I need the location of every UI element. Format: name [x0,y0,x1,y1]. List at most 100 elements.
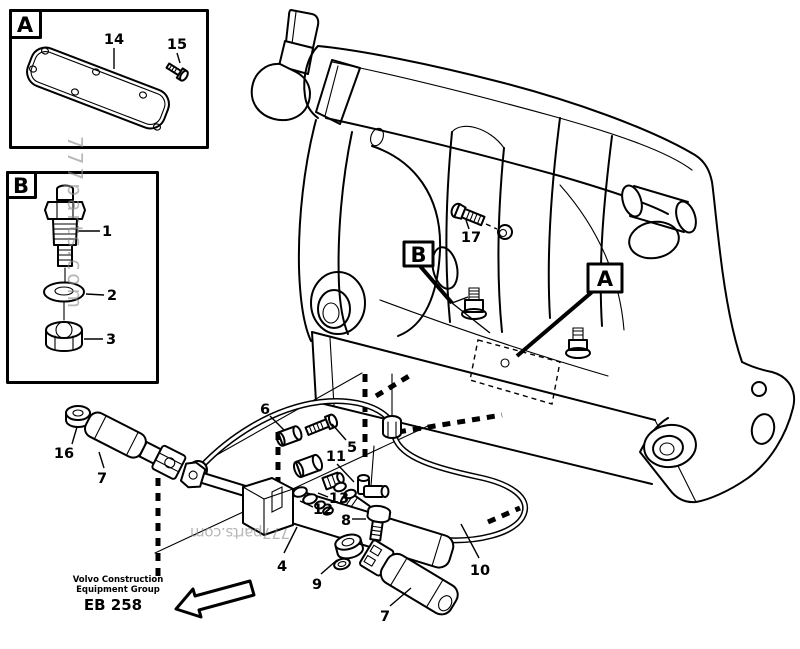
nut-side [45,329,83,352]
stud-washer [461,308,487,320]
nut-hole [55,321,73,339]
leader-11 [336,463,355,483]
part-7-upper-cylinder [83,411,187,480]
plug-threads [370,525,383,537]
window-arch [371,145,442,337]
nut9-hole [341,537,355,547]
frame-stud-left [461,287,487,320]
frame-callouts: B A 17 [402,219,624,358]
plate-holes [29,47,161,131]
clevis-slot [154,452,183,473]
washer-13a [333,481,347,493]
footer-block: Volvo Construction Equipment Group EB 25… [73,575,164,614]
bolt-17-dash [485,223,498,230]
washer-13b [343,488,357,500]
bracket-hole-small [751,381,767,397]
box-a-border [9,9,209,149]
small-hole [370,127,384,147]
block-outline [242,477,294,536]
left-boss-outer [310,271,366,335]
cylinder-barrel [83,411,147,459]
leader-13 [317,492,329,498]
left-leg-outer [297,119,317,342]
thread-lines-upper [53,223,77,240]
dashed-diagonal-rail-left [374,370,416,399]
callout-14: 14 [104,32,124,48]
nipple-hex-facets [56,201,74,220]
hook-fin-line [324,65,339,117]
marker-b-leader [418,264,454,305]
leader-9 [320,559,338,575]
align-line [205,372,363,462]
callout-17: 17 [461,230,481,246]
plate-hole [153,123,161,131]
watermark-inverted: 777parts.com [190,524,290,542]
box-b-label-frame [6,171,37,199]
pillar-right-edge [497,147,505,333]
marker-b-forks [451,296,491,334]
callout-7-lower: 7 [380,609,390,625]
leader-5 [331,423,347,441]
nipple-tip [56,188,74,201]
callout-6: 6 [260,402,270,418]
rod-end-hex [179,461,207,489]
barrel-seams [93,415,139,456]
plate-inner-line [30,50,166,126]
nut-facets [54,335,74,351]
washer-9-hole [337,560,347,568]
nipple-hex [44,201,86,220]
bracket-hole-large [750,413,776,445]
leader-7-lower [389,587,412,607]
rail-top-edge [311,331,656,421]
clamp-block [242,477,294,536]
callout-12: 12 [313,502,333,518]
leader-17 [465,219,470,230]
hose-upper-core [198,399,392,470]
beam-inner-line [331,61,693,171]
hose-nut-fitting [382,415,402,439]
fittings-cluster [292,453,390,516]
elbow-top [357,474,370,482]
marker-a-frame [586,262,624,294]
left-leg-inner [337,131,353,335]
bolt-head [327,413,339,428]
sleeve-end2 [292,460,305,479]
plate-outline [26,46,170,130]
callout-10: 10 [470,563,490,579]
marker-a-leader [515,290,594,358]
callout-13: 13 [329,491,349,507]
marker-b-letter: B [410,243,426,267]
right-pillar-left [547,117,561,319]
callout-15: 15 [167,37,187,53]
sleeve-fitting [292,453,324,479]
hose-nut-body [382,420,402,439]
hook-neck [278,40,314,75]
part-3-nut [45,321,83,352]
washer-hole [54,286,74,296]
dashed-diagonal-rail-right [397,412,503,435]
washer-9 [333,557,351,571]
clevis-hole [164,457,176,469]
part-1-nipple [44,184,86,284]
hook-base [250,62,311,121]
box-b-letter: B [13,174,29,198]
bolt-threads [308,420,324,435]
rod-end-hole [188,470,198,480]
bolt-threads [465,210,482,225]
callout-11: 11 [326,449,346,465]
frame-stud-right [565,327,591,359]
rail-back-line [379,299,609,377]
exploded-parts [65,405,459,616]
washer-12a [292,486,308,498]
bolt-shaft [304,418,330,436]
hook-pad-line [291,11,297,45]
marker-a-letter: A [597,267,614,291]
leader-15 [176,52,181,64]
hook-fin [315,59,361,125]
leader-10 [460,523,480,559]
nut-17-outer [497,224,513,240]
bolt-head-side [453,203,467,220]
stud-thread [572,327,584,341]
